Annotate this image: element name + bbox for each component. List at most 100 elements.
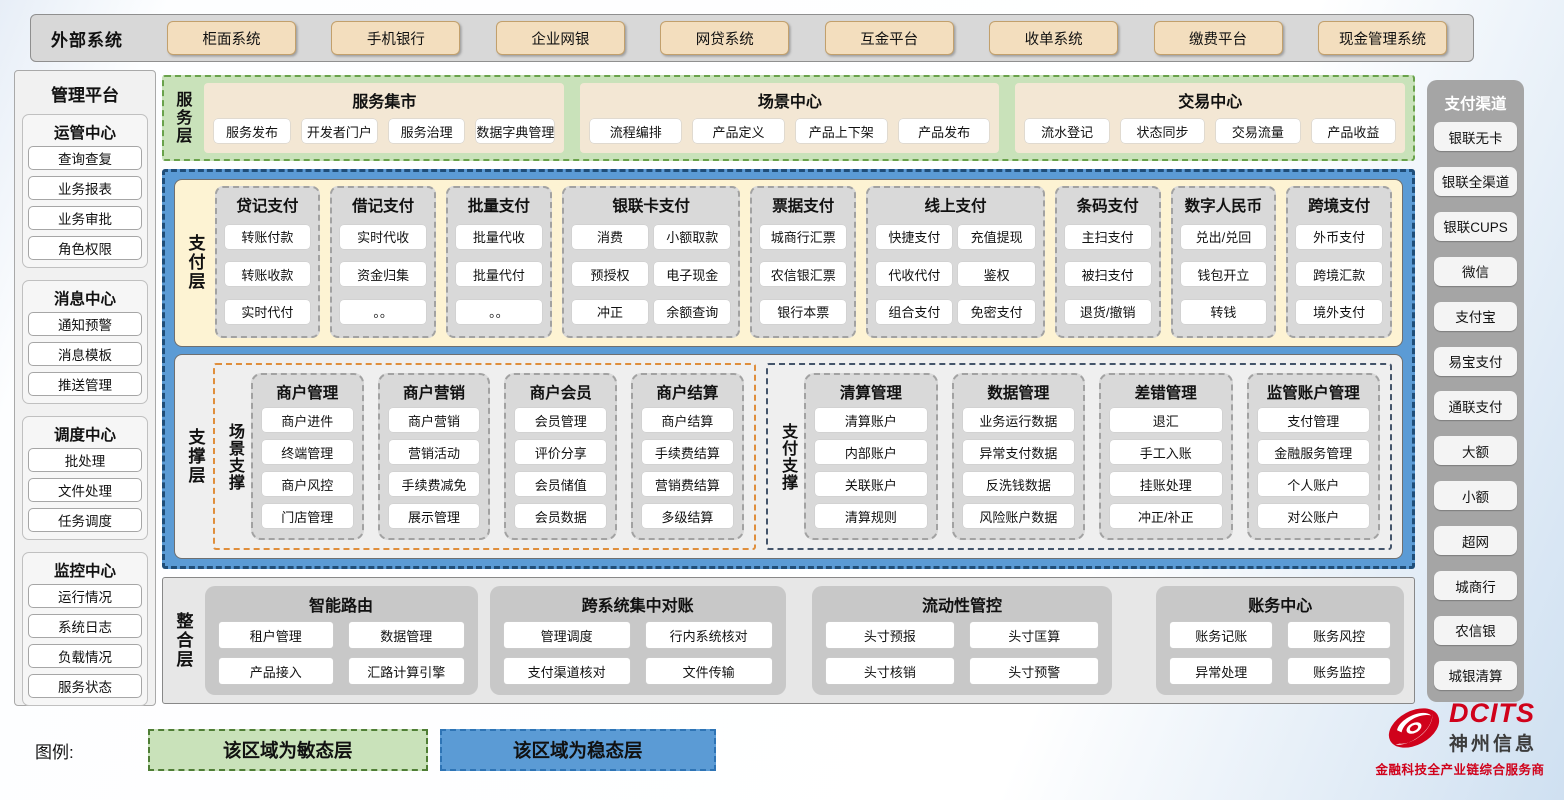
support-category-items: 支付管理 金融服务管理 个人账户 对公账户 (1257, 406, 1369, 530)
integration-layer: 整合层 智能路由 租户管理 数据管理 产品接入 (162, 577, 1415, 704)
payment-channel-item: 大额 (1434, 436, 1517, 466)
payment-channel-item: 银联CUPS (1434, 211, 1517, 241)
management-item: 业务审批 (28, 206, 142, 230)
management-item: 消息模板 (28, 342, 142, 366)
payment-item: 转钱 (1180, 299, 1267, 324)
integration-section-items: 账务记账 账务风控 异常处理 账务监控 (1170, 620, 1390, 686)
management-group: 调度中心 批处理 文件处理 任务调度 (22, 416, 148, 540)
payment-item: 钱包开立 (1180, 262, 1267, 286)
integration-item: 头寸预报 (825, 622, 955, 648)
dcits-swirl-logo-icon (1388, 708, 1440, 748)
support-item: 挂账处理 (1110, 472, 1222, 496)
support-item: 商户进件 (261, 408, 353, 432)
payment-item: 实时代收 (340, 224, 427, 249)
support-item: 业务运行数据 (962, 408, 1075, 432)
management-group-items: 运行情况 系统日志 负载情况 服务状态 (28, 584, 142, 698)
service-item: 状态同步 (1120, 119, 1205, 143)
payment-item: 外币支付 (1296, 224, 1383, 249)
payment-item: 退货/撤销 (1064, 299, 1151, 324)
payment-channel-item: 银联全渠道 (1434, 166, 1517, 196)
service-item: 流水登记 (1025, 119, 1109, 143)
support-item: 手续费减免 (388, 472, 480, 496)
service-section-items: 流水登记 状态同步 交易流量 产品收益 (1025, 116, 1396, 146)
payment-category-title: 条码支付 (1076, 198, 1139, 215)
support-category: 商户营销 商户营销 营销活动 手续 (377, 373, 491, 540)
integration-layer-label: 整合层 (173, 612, 193, 669)
payment-channel-item: 微信 (1434, 256, 1517, 286)
support-item: 清算账户 (815, 408, 927, 432)
service-item: 流程编排 (590, 119, 682, 143)
external-system-item: 互金平台 (824, 21, 954, 55)
payment-item: 免密支付 (958, 299, 1035, 324)
integration-item: 汇路计算引擎 (349, 658, 464, 684)
payment-item: 转账付款 (224, 224, 311, 249)
external-system-item: 现金管理系统 (1317, 21, 1447, 55)
support-item: 对公账户 (1257, 504, 1369, 528)
management-item: 负载情况 (28, 644, 142, 668)
payment-category-items: 快捷支付 充值提现 代收代付 鉴权 组合支付 免密 (876, 219, 1035, 329)
service-section-title: 场景中心 (757, 94, 822, 111)
payment-item: 预授权 (571, 262, 649, 286)
external-systems-bar: 外部系统 柜面系统 手机银行 企业网银 网贷系统 互金平台 收单系统 缴费平台 … (30, 14, 1474, 62)
payment-layer-label: 支付层 (185, 233, 205, 291)
integration-sections: 智能路由 租户管理 数据管理 产品接入 汇路计算引擎 (204, 586, 1404, 695)
dcits-logo-block: DCITS 神州信息 金融科技全产业链综合服务商 (1362, 700, 1558, 778)
integration-section-items: 管理调度 行内系统核对 支付渠道核对 文件传输 (503, 620, 772, 686)
management-item: 业务报表 (28, 176, 142, 200)
management-item: 服务状态 (28, 674, 142, 698)
management-group-title: 调度中心 (53, 427, 116, 444)
payment-category-items: 转账付款 转账收款 实时代付 (224, 219, 311, 329)
legend-label: 图例: (35, 742, 74, 762)
payment-item: 农信银汇票 (760, 262, 847, 286)
payment-item: 消费 (571, 224, 649, 249)
payment-item: 鉴权 (958, 262, 1035, 286)
payment-category: 数字人民币 兑出/兑回 钱包开立 转钱 (1170, 186, 1277, 338)
payment-channel-item: 银联无卡 (1434, 122, 1517, 151)
external-systems-label: 外部系统 (51, 30, 123, 50)
service-section-items: 服务发布 开发者门户 服务治理 数据字典管理 (214, 116, 555, 146)
payment-category-items: 外币支付 跨境汇款 境外支付 (1296, 219, 1383, 329)
service-section: 场景中心 流程编排 产品定义 产品上下架 产品发布 (580, 83, 1000, 153)
payment-item: 电子现金 (654, 262, 731, 286)
support-group: 支付支撑 清算管理 清算账户 (765, 363, 1392, 550)
management-group-title: 监控中心 (53, 563, 116, 580)
support-item: 手工入账 (1110, 440, 1222, 464)
integration-item: 头寸预警 (970, 658, 1099, 684)
legend-agile-layer: 该区域为敏态层 (147, 729, 428, 771)
payment-item: 组合支付 (876, 299, 953, 324)
support-item: 门店管理 (261, 504, 353, 528)
payment-category: 条码支付 主扫支付 被扫支付 退货/撤销 (1054, 186, 1161, 338)
management-group-items: 批处理 文件处理 任务调度 (28, 448, 142, 532)
support-category: 商户会员 会员管理 评价分享 会员 (504, 373, 618, 540)
payment-category-title: 银联卡支付 (612, 198, 690, 215)
integration-section: 流动性管控 头寸预报 头寸匡算 头寸核销 头寸预警 (811, 586, 1113, 695)
management-item: 推送管理 (28, 372, 142, 396)
support-item: 支付管理 (1257, 408, 1369, 432)
payment-layer: 支付层 贷记支付 转账付款 转账收款 (174, 179, 1403, 347)
support-category-title: 清算管理 (839, 385, 902, 402)
payment-category: 批量支付 批量代收 批量代付 。。 (446, 186, 552, 338)
integration-item: 账务监控 (1288, 658, 1390, 684)
service-layer: 服务层 服务集市 服务发布 开发者门户 服务治理 (162, 75, 1415, 161)
integration-section-title: 账务中心 (1248, 598, 1313, 615)
payment-item: 批量代收 (456, 224, 542, 249)
support-item: 营销费结算 (642, 472, 733, 496)
support-category-items: 会员管理 评价分享 会员储值 会员数据 (515, 406, 607, 530)
support-item: 清算规则 (815, 504, 927, 528)
integration-section-title: 智能路由 (309, 598, 374, 615)
support-category-title: 数据管理 (987, 385, 1050, 402)
payment-categories: 贷记支付 转账付款 转账收款 实时代付 (214, 186, 1393, 338)
service-item: 开发者门户 (301, 119, 378, 143)
management-platform-panel: 管理平台 运管中心 查询查复 业务报表 业务审批 角色权限 (14, 70, 156, 706)
management-group-items: 通知预警 消息模板 推送管理 (28, 312, 142, 396)
payment-item: 小额取款 (654, 224, 731, 249)
payment-channels-title: 支付渠道 (1444, 96, 1507, 113)
payment-channels-panel: 支付渠道 银联无卡 银联全渠道 银联CUPS 微信 支付宝 易宝支付 通联支付 … (1427, 80, 1524, 702)
payment-category: 跨境支付 外币支付 跨境汇款 境外支付 (1286, 186, 1393, 338)
payment-channel-item: 易宝支付 (1434, 346, 1517, 376)
payment-channel-item: 小额 (1434, 481, 1517, 511)
support-group-columns: 商户管理 商户进件 终端管理 商户 (250, 373, 744, 540)
payment-category-items: 主扫支付 被扫支付 退货/撤销 (1064, 219, 1151, 329)
management-group: 运管中心 查询查复 业务报表 业务审批 角色权限 (22, 114, 148, 268)
management-item: 运行情况 (28, 584, 142, 608)
